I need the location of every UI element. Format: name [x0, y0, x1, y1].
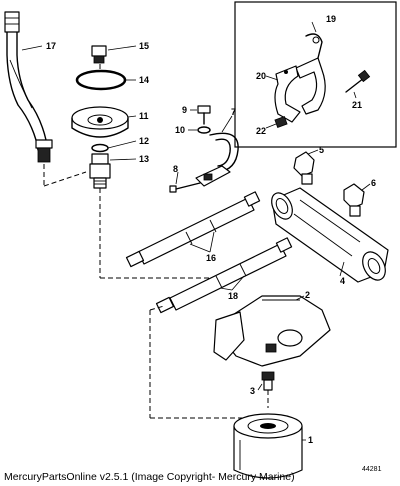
callout-1: 1 [308, 435, 313, 445]
part-1-oil-filter[interactable] [233, 413, 303, 479]
part-17-tube[interactable] [4, 11, 53, 163]
part-7-clamp[interactable] [195, 132, 239, 187]
part-11-filter-base[interactable] [71, 106, 129, 138]
callout-11: 11 [139, 111, 149, 121]
part-16-hose-upper[interactable] [125, 191, 261, 268]
part-14-seal[interactable] [75, 69, 127, 91]
callout-9: 9 [182, 105, 187, 115]
part-21-screw[interactable] [345, 69, 371, 93]
part-9-bolt[interactable] [197, 105, 211, 125]
callout-8: 8 [173, 164, 178, 174]
part-12-washer[interactable] [91, 143, 109, 153]
image-caption: MercuryPartsOnline v2.5.1 (Image Copyrig… [4, 471, 295, 483]
part-22-nut[interactable] [274, 116, 288, 128]
part-19-clamp-half[interactable] [295, 33, 326, 115]
callout-4: 4 [340, 276, 345, 286]
part-8-screw[interactable] [169, 182, 201, 193]
part-2-adapter-housing[interactable] [213, 295, 331, 367]
callout-5: 5 [319, 145, 324, 155]
callout-3: 3 [250, 386, 255, 396]
callout-16: 16 [206, 253, 216, 263]
callout-14: 14 [139, 75, 149, 85]
callout-12: 12 [139, 136, 149, 146]
part-4-cooler[interactable] [267, 187, 389, 284]
callout-10: 10 [175, 125, 185, 135]
callout-20: 20 [256, 71, 266, 81]
part-5-fitting[interactable] [293, 151, 315, 185]
callout-19: 19 [326, 14, 336, 24]
callout-2: 2 [305, 290, 310, 300]
callout-22: 22 [256, 126, 266, 136]
callout-13: 13 [139, 154, 149, 164]
callout-17: 17 [46, 41, 56, 51]
part-13-adapter[interactable] [89, 153, 111, 189]
callout-18: 18 [228, 291, 238, 301]
callout-6: 6 [371, 178, 376, 188]
inset-box [234, 1, 397, 148]
part-3-nipple[interactable] [261, 371, 275, 391]
callout-15: 15 [139, 41, 149, 51]
callout-7: 7 [231, 107, 236, 117]
callout-21: 21 [352, 100, 362, 110]
reference-number: 44281 [362, 466, 382, 473]
part-15-plug[interactable] [91, 45, 107, 64]
part-20-clamp-half[interactable] [274, 65, 301, 123]
part-18-hose-lower[interactable] [155, 237, 293, 314]
part-6-fitting[interactable] [343, 183, 365, 217]
part-10-washer[interactable] [197, 126, 211, 134]
